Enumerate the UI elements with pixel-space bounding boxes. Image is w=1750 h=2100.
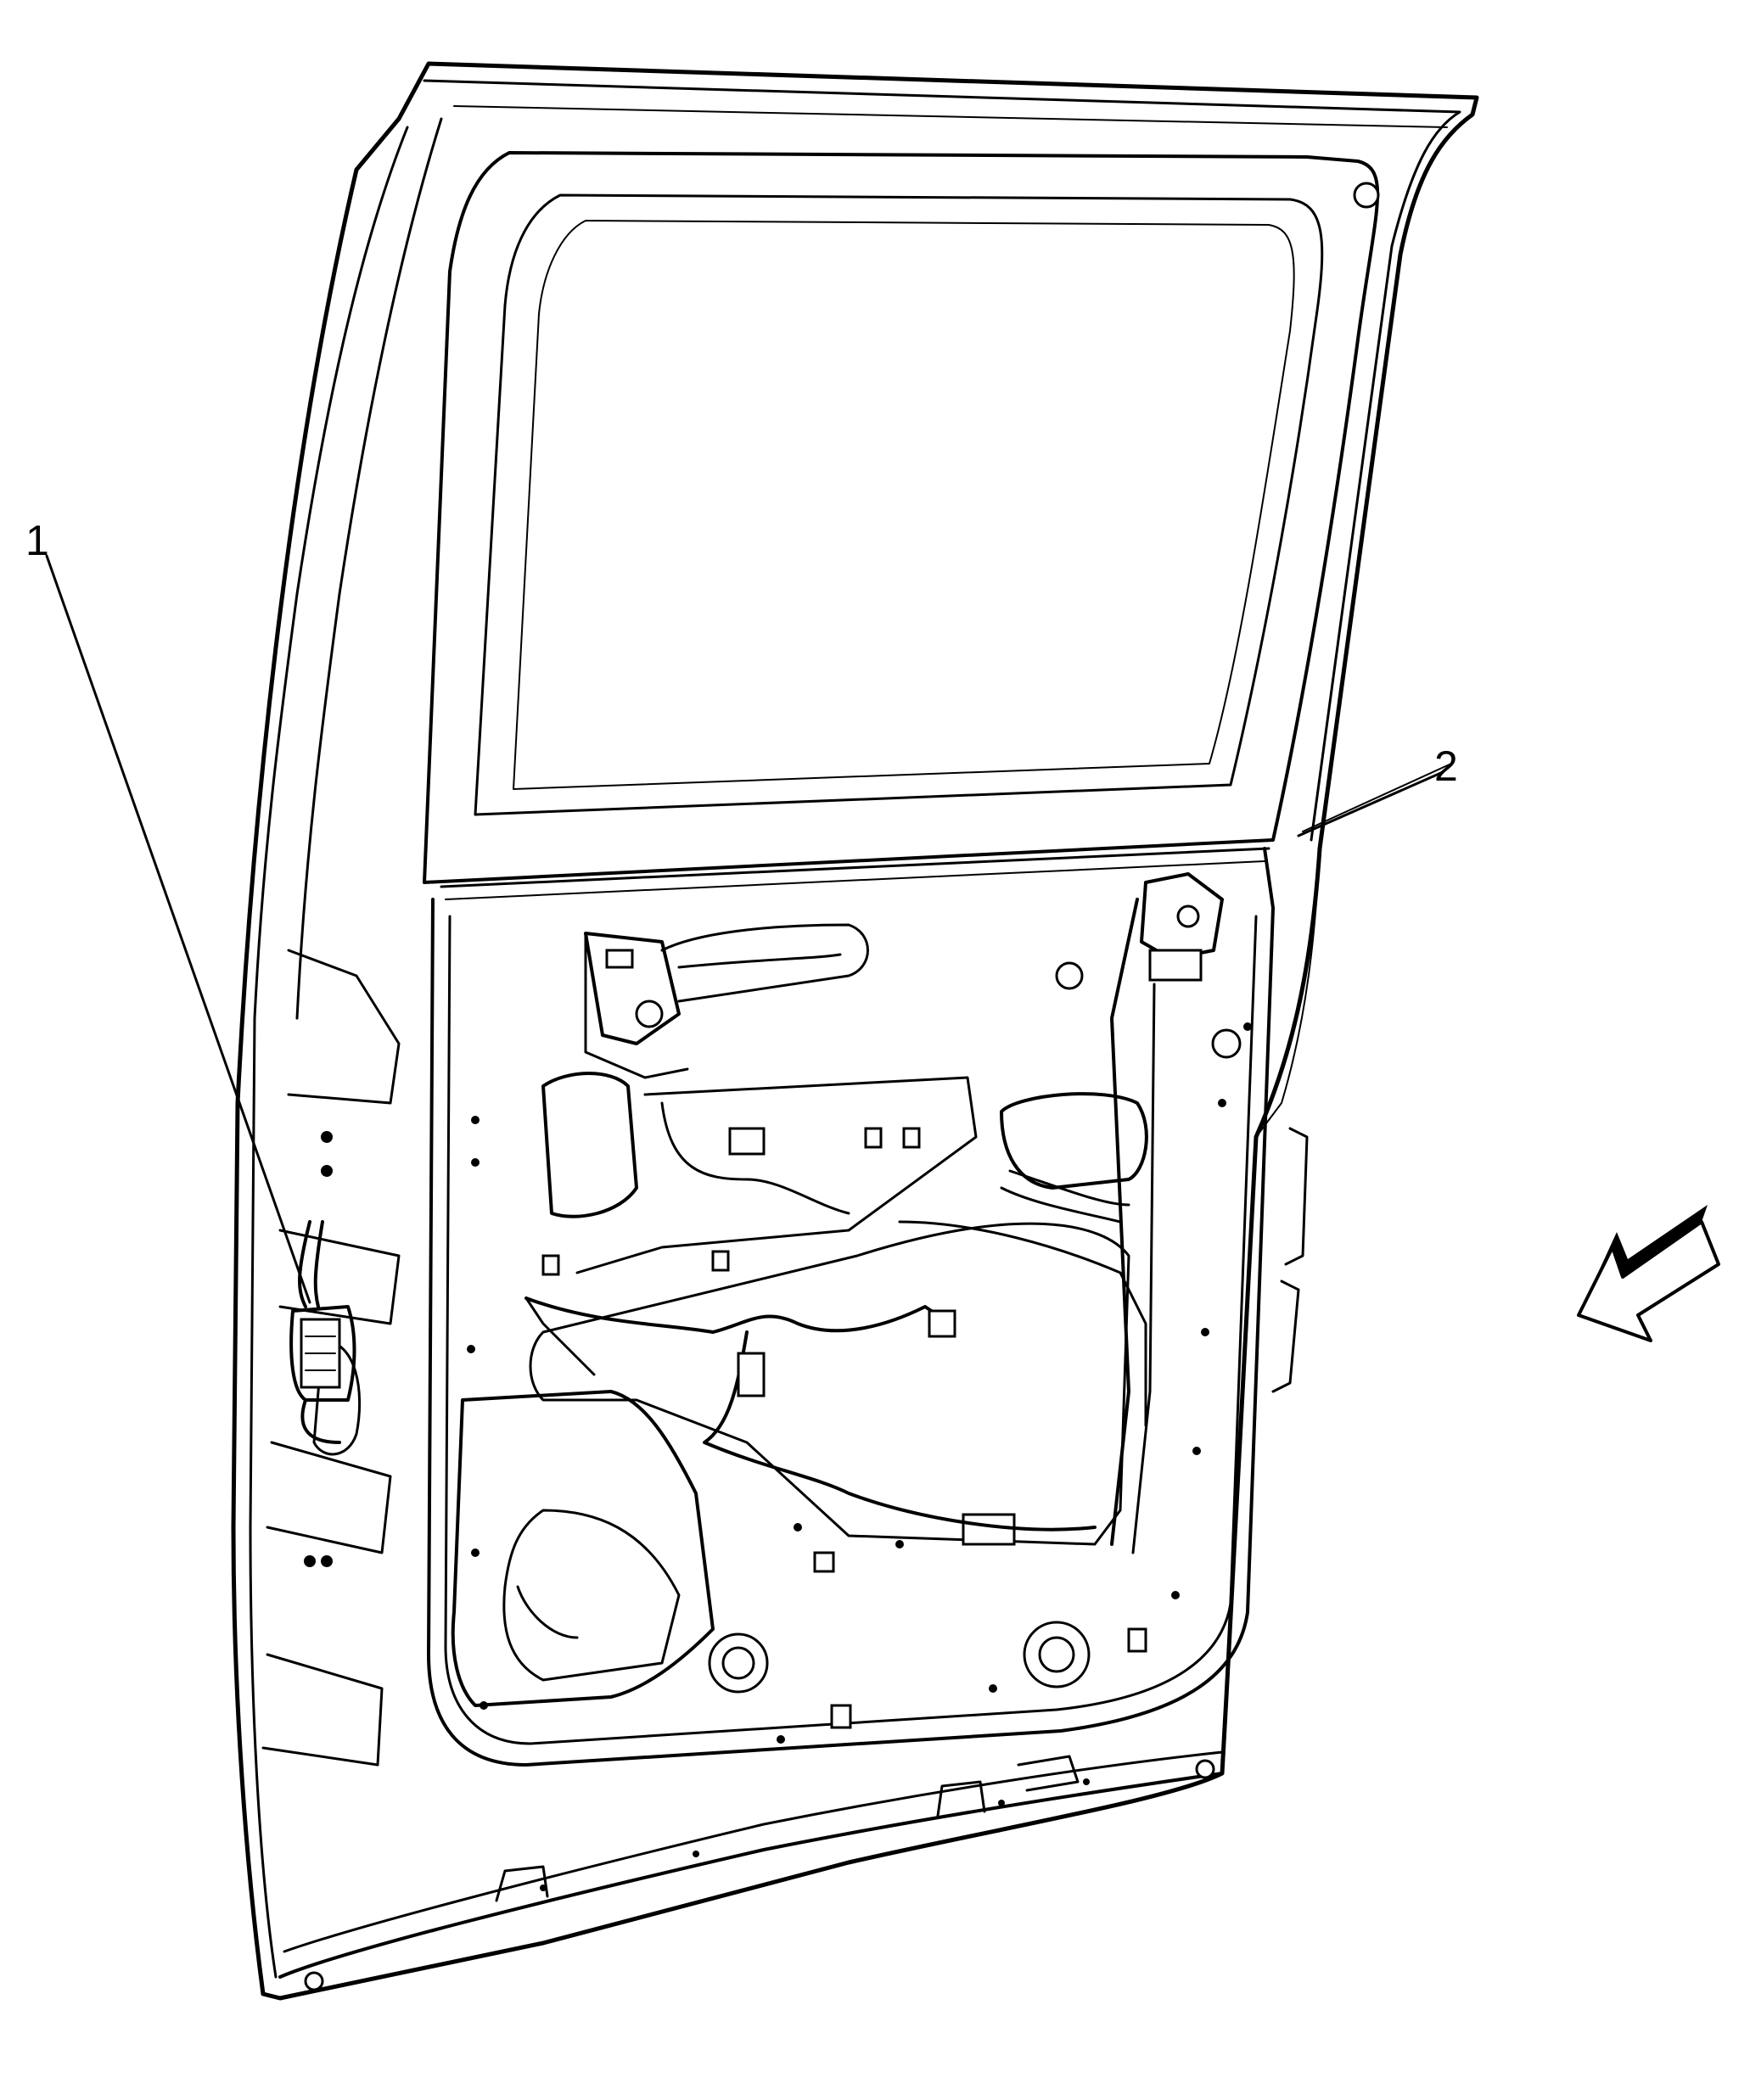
harness-connector bbox=[289, 1220, 356, 1444]
leader-line-2 bbox=[1297, 770, 1444, 837]
door-sill bbox=[278, 1750, 1224, 1991]
door-handle-assembly bbox=[584, 923, 1084, 1079]
wiring-harness bbox=[524, 763, 1452, 1532]
door-inner-panel bbox=[427, 847, 1275, 1767]
hinge-pillar bbox=[261, 949, 401, 1767]
callout-label-2: 2 bbox=[1434, 742, 1458, 790]
window-regulator bbox=[529, 1072, 1148, 1546]
speaker-opening bbox=[451, 1390, 1091, 1707]
callout-label-1: 1 bbox=[25, 517, 49, 564]
leader-line-1 bbox=[45, 554, 311, 1304]
view-direction-arrow-icon bbox=[1577, 1205, 1720, 1342]
window-frame bbox=[423, 151, 1380, 900]
latch-area bbox=[1110, 872, 1242, 1554]
door-outer-panel bbox=[231, 61, 1479, 2001]
fastener-holes bbox=[467, 1022, 1252, 1744]
